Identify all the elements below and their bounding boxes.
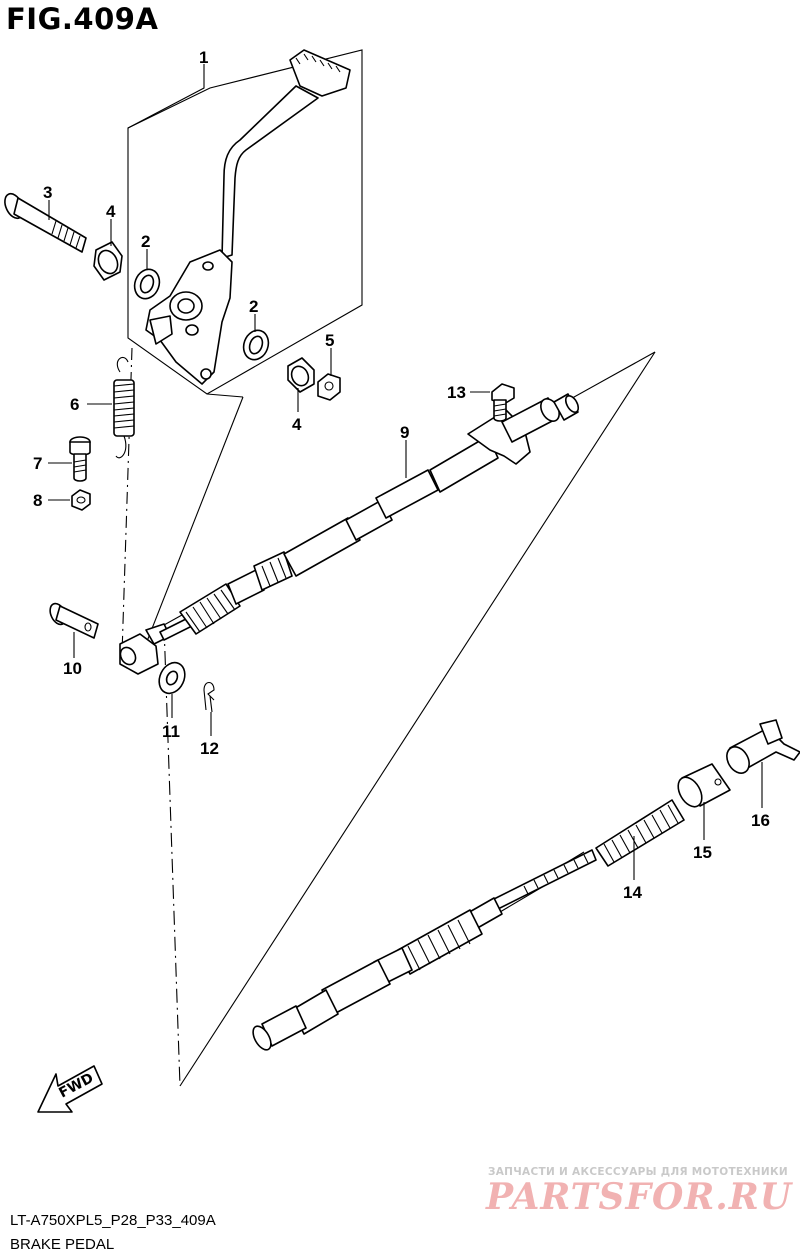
watermark-tagline: ЗАПЧАСТИ И АКСЕССУАРЫ ДЛЯ МОТОТЕХНИКИ xyxy=(488,1166,788,1178)
model-code: LT-A750XPL5_P28_P33_409A xyxy=(10,1212,216,1229)
callout-12[interactable]: 12 xyxy=(200,739,219,758)
callout-9[interactable]: 9 xyxy=(400,423,409,442)
section-name: BRAKE PEDAL xyxy=(10,1236,115,1253)
brake-pedal-part[interactable] xyxy=(145,49,351,385)
brake-cable-part[interactable] xyxy=(117,393,580,675)
brake-cable-lower-part[interactable] xyxy=(249,849,597,1053)
callout-16[interactable]: 16 xyxy=(751,811,770,830)
cable-joint-part[interactable] xyxy=(722,719,800,777)
bushing-right-part[interactable] xyxy=(287,357,315,393)
nut-part[interactable] xyxy=(71,489,91,511)
collar-part[interactable] xyxy=(673,763,731,811)
callout-3[interactable]: 3 xyxy=(43,183,52,202)
fwd-arrow-icon: FWD xyxy=(37,1065,103,1113)
callout-5[interactable]: 5 xyxy=(325,331,334,350)
callout-14[interactable]: 14 xyxy=(623,883,642,902)
callout-1[interactable]: 1 xyxy=(199,48,208,67)
bolt-part[interactable] xyxy=(69,436,91,482)
callout-8[interactable]: 8 xyxy=(33,491,42,510)
washer-part[interactable] xyxy=(154,658,189,697)
bushing-left-part[interactable] xyxy=(93,241,123,281)
nut-pedal-part[interactable] xyxy=(317,373,341,401)
return-spring-part[interactable] xyxy=(113,357,135,459)
cable-group-frame xyxy=(163,351,656,1087)
callout-15[interactable]: 15 xyxy=(693,843,712,862)
callout-11[interactable]: 11 xyxy=(162,722,180,741)
leader-lines xyxy=(48,64,763,880)
callout-10[interactable]: 10 xyxy=(63,659,82,678)
figure-title: FIG.409A xyxy=(6,2,159,36)
callout-4-right[interactable]: 4 xyxy=(292,415,302,434)
cotter-pin-part[interactable] xyxy=(203,681,215,713)
clevis-pin-part[interactable] xyxy=(47,601,99,639)
watermark-logo: PARTSFOR.RU xyxy=(486,1176,793,1218)
cable-bracket-bolt-part[interactable] xyxy=(491,383,515,422)
cable-spring-part[interactable] xyxy=(595,799,685,867)
callout-13[interactable]: 13 xyxy=(447,383,466,402)
callout-7[interactable]: 7 xyxy=(33,454,42,473)
callout-2-upper[interactable]: 2 xyxy=(141,232,150,251)
callout-numbers: 1 2 2 3 4 4 5 6 7 8 9 10 11 12 13 14 15 … xyxy=(33,48,770,902)
callout-6[interactable]: 6 xyxy=(70,395,79,414)
seal-lower-part[interactable] xyxy=(240,327,273,363)
pivot-bolt-part[interactable] xyxy=(1,191,87,253)
seal-upper-part[interactable] xyxy=(131,266,164,302)
callout-2-lower[interactable]: 2 xyxy=(249,297,258,316)
callout-4-left[interactable]: 4 xyxy=(106,202,116,221)
